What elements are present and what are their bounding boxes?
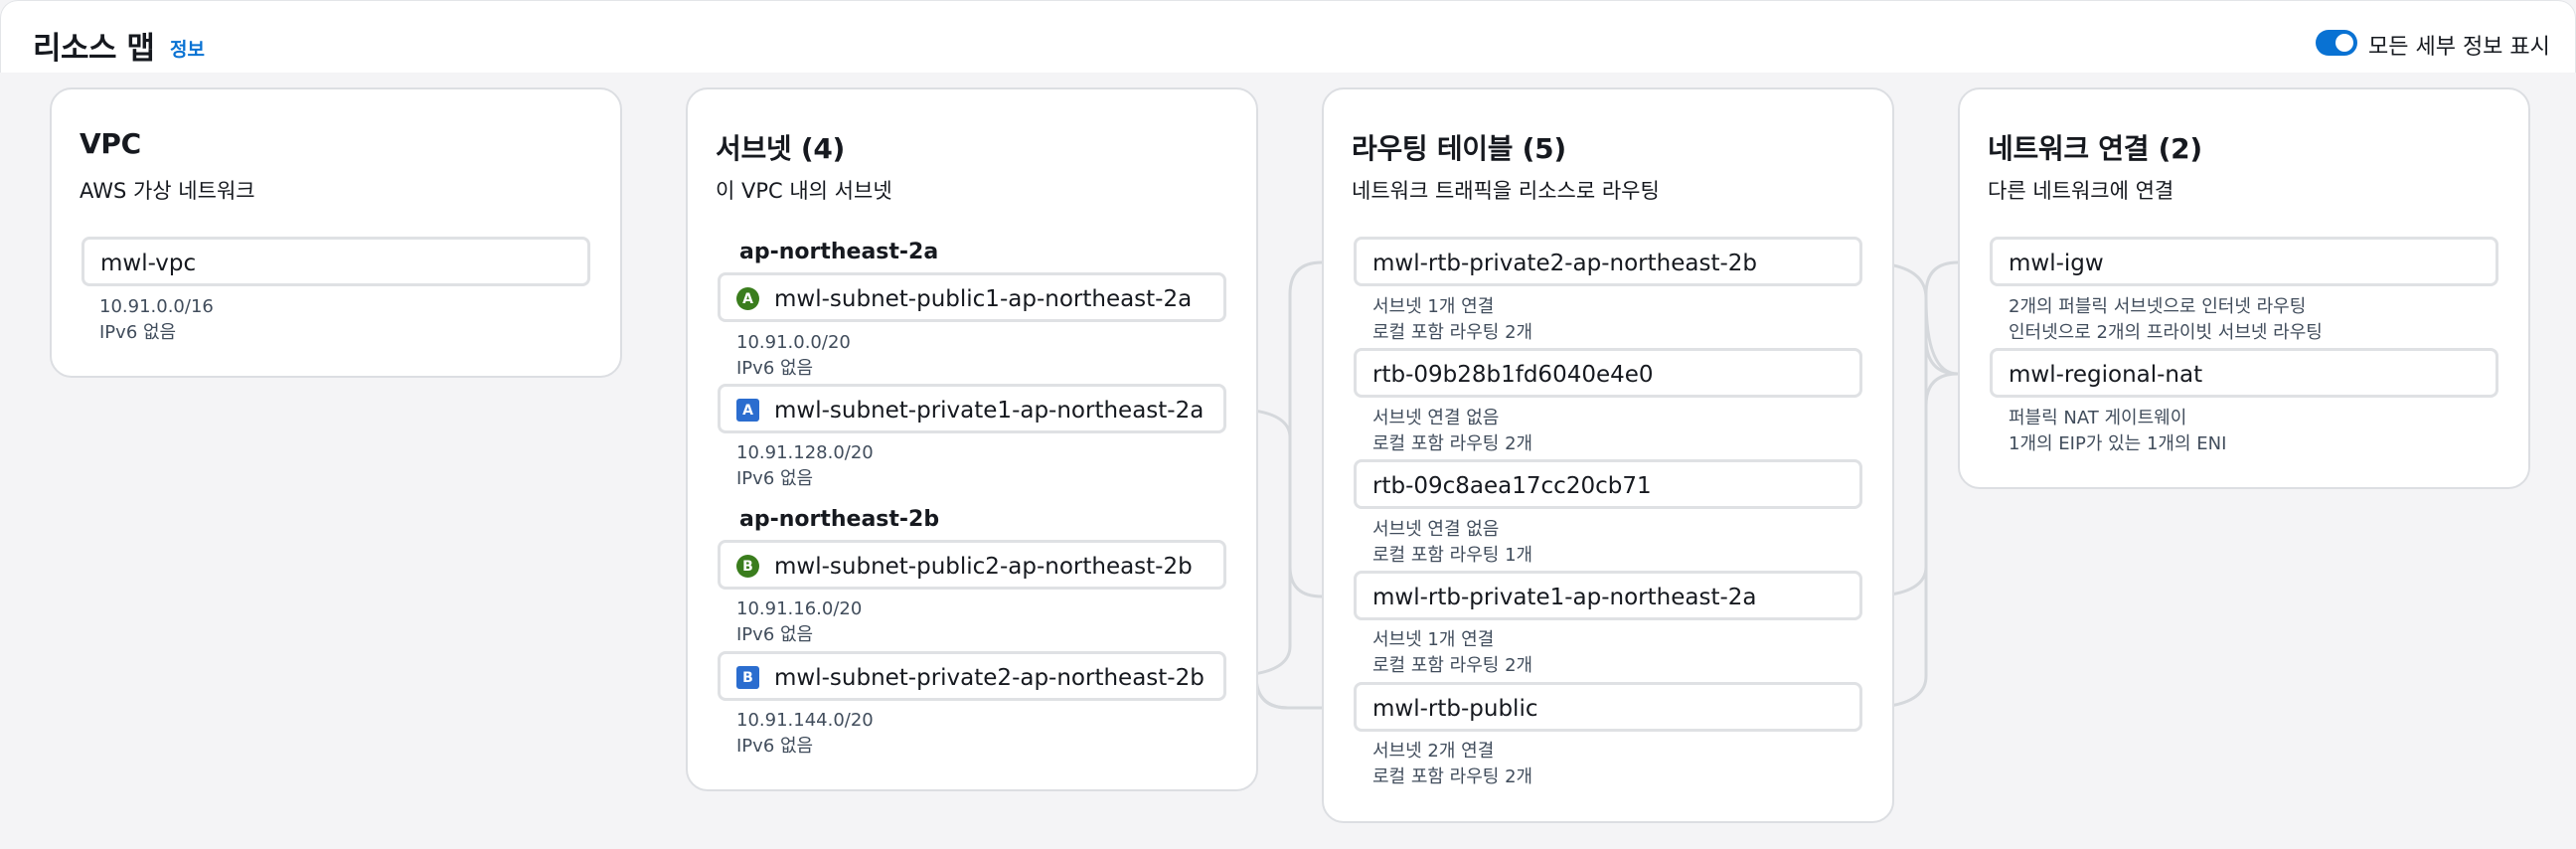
- subnets-card-subtitle: 이 VPC 내의 서브넷: [716, 179, 892, 203]
- private-subnet-badge-icon: A: [736, 399, 759, 422]
- page-title: 리소스 맵: [33, 31, 155, 67]
- subnet-cidr: 10.91.144.0/20: [736, 710, 874, 731]
- public-subnet-badge-icon: A: [736, 287, 759, 310]
- network-connection-meta: 2개의 퍼블릭 서브넷으로 인터넷 라우팅 인터넷으로 2개의 프라이빗 서브넷…: [2009, 294, 2323, 346]
- network-connection-name: mwl-igw: [2009, 251, 2104, 276]
- vpc-node[interactable]: mwl-vpc: [81, 237, 590, 286]
- vpc-cidr: 10.91.0.0/16: [99, 296, 214, 317]
- route-table-associations: 서브넷 1개 연결: [1372, 296, 1495, 317]
- route-table-meta: 서브넷 연결 없음 로컬 포함 라우팅 1개: [1372, 517, 1532, 569]
- network-connection-node[interactable]: mwl-regional-nat: [1990, 348, 2498, 398]
- vpc-card-title: VPC: [80, 127, 141, 160]
- route-table-meta: 서브넷 1개 연결 로컬 포함 라우팅 2개: [1372, 627, 1532, 679]
- route-table-name: mwl-rtb-public: [1372, 696, 1538, 722]
- info-link[interactable]: 정보: [170, 39, 205, 61]
- route-table-meta: 서브넷 1개 연결 로컬 포함 라우팅 2개: [1372, 294, 1532, 346]
- route-tables-card-subtitle: 네트워크 트래픽을 리소스로 라우팅: [1352, 179, 1660, 203]
- vpc-name: mwl-vpc: [100, 251, 197, 276]
- show-all-details-toggle[interactable]: [2316, 30, 2357, 56]
- subnet-ipv6: IPv6 없음: [736, 358, 814, 379]
- route-table-routes: 로컬 포함 라우팅 2개: [1372, 322, 1533, 343]
- zone-heading: ap-northeast-2b: [739, 507, 940, 532]
- route-table-associations: 서브넷 연결 없음: [1372, 408, 1500, 428]
- network-connections-card-subtitle: 다른 네트워크에 연결: [1988, 179, 2174, 203]
- zone-heading: ap-northeast-2a: [739, 240, 939, 264]
- subnet-cidr: 10.91.128.0/20: [736, 442, 874, 463]
- network-connection-name: mwl-regional-nat: [2009, 362, 2203, 388]
- subnet-name: mwl-subnet-public1-ap-northeast-2a: [774, 286, 1193, 312]
- route-tables-card-title: 라우팅 테이블 (5): [1352, 132, 1566, 165]
- subnet-node[interactable]: B mwl-subnet-public2-ap-northeast-2b: [718, 540, 1226, 590]
- public-subnet-badge-icon: B: [736, 555, 759, 578]
- vpc-meta: 10.91.0.0/16 IPv6 없음: [99, 294, 214, 346]
- route-table-node[interactable]: rtb-09c8aea17cc20cb71: [1354, 459, 1862, 509]
- resource-map-header: 리소스 맵 정보 모든 세부 정보 표시: [0, 0, 2576, 73]
- subnet-node[interactable]: B mwl-subnet-private2-ap-northeast-2b: [718, 651, 1226, 701]
- route-table-associations: 서브넷 2개 연결: [1372, 741, 1495, 762]
- subnet-ipv6: IPv6 없음: [736, 624, 814, 645]
- route-table-routes: 로컬 포함 라우팅 2개: [1372, 655, 1533, 676]
- route-table-name: mwl-rtb-private2-ap-northeast-2b: [1372, 251, 1758, 276]
- route-table-node[interactable]: mwl-rtb-public: [1354, 682, 1862, 732]
- route-table-routes: 로컬 포함 라우팅 2개: [1372, 433, 1533, 454]
- subnet-node[interactable]: A mwl-subnet-public1-ap-northeast-2a: [718, 272, 1226, 322]
- toggle-knob: [2335, 34, 2353, 52]
- network-connection-detail: 2개의 퍼블릭 서브넷으로 인터넷 라우팅: [2009, 296, 2307, 317]
- route-table-node[interactable]: rtb-09b28b1fd6040e4e0: [1354, 348, 1862, 398]
- route-table-routes: 로컬 포함 라우팅 1개: [1372, 545, 1533, 566]
- route-table-meta: 서브넷 연결 없음 로컬 포함 라우팅 2개: [1372, 406, 1532, 457]
- route-table-node[interactable]: mwl-rtb-private2-ap-northeast-2b: [1354, 237, 1862, 286]
- network-connections-card-title: 네트워크 연결 (2): [1988, 132, 2202, 165]
- route-table-name: rtb-09b28b1fd6040e4e0: [1372, 362, 1654, 388]
- network-connection-detail: 인터넷으로 2개의 프라이빗 서브넷 라우팅: [2009, 322, 2323, 343]
- vpc-card-subtitle: AWS 가상 네트워크: [80, 179, 255, 203]
- vpc-ipv6: IPv6 없음: [99, 322, 177, 343]
- route-table-associations: 서브넷 연결 없음: [1372, 519, 1500, 540]
- subnet-meta: 10.91.144.0/20 IPv6 없음: [736, 708, 874, 760]
- route-table-node[interactable]: mwl-rtb-private1-ap-northeast-2a: [1354, 571, 1862, 620]
- network-connection-node[interactable]: mwl-igw: [1990, 237, 2498, 286]
- network-connection-detail: 퍼블릭 NAT 게이트웨이: [2009, 408, 2187, 428]
- subnet-meta: 10.91.0.0/20 IPv6 없음: [736, 330, 851, 382]
- connector-igw-nat: [1924, 297, 1959, 376]
- route-table-associations: 서브넷 1개 연결: [1372, 629, 1495, 650]
- subnets-card-title: 서브넷 (4): [716, 132, 846, 165]
- subnet-ipv6: IPv6 없음: [736, 468, 814, 489]
- private-subnet-badge-icon: B: [736, 666, 759, 689]
- route-table-routes: 로컬 포함 라우팅 2개: [1372, 766, 1533, 787]
- subnet-name: mwl-subnet-public2-ap-northeast-2b: [774, 554, 1193, 580]
- subnet-name: mwl-subnet-private1-ap-northeast-2a: [774, 398, 1205, 424]
- network-connection-meta: 퍼블릭 NAT 게이트웨이 1개의 EIP가 있는 1개의 ENI: [2009, 406, 2226, 457]
- subnet-node[interactable]: A mwl-subnet-private1-ap-northeast-2a: [718, 384, 1226, 433]
- subnet-cidr: 10.91.16.0/20: [736, 598, 863, 619]
- route-table-name: rtb-09c8aea17cc20cb71: [1372, 473, 1652, 499]
- subnet-meta: 10.91.128.0/20 IPv6 없음: [736, 440, 874, 492]
- route-table-meta: 서브넷 2개 연결 로컬 포함 라우팅 2개: [1372, 739, 1532, 790]
- network-connection-detail: 1개의 EIP가 있는 1개의 ENI: [2009, 433, 2227, 454]
- subnet-ipv6: IPv6 없음: [736, 736, 814, 757]
- route-table-name: mwl-rtb-private1-ap-northeast-2a: [1372, 585, 1757, 610]
- subnet-name: mwl-subnet-private2-ap-northeast-2b: [774, 665, 1205, 691]
- show-all-details-label: 모든 세부 정보 표시: [2368, 35, 2550, 60]
- network-connections-card: 네트워크 연결 (2) 다른 네트워크에 연결: [1958, 87, 2530, 489]
- vpc-card: VPC AWS 가상 네트워크: [50, 87, 622, 378]
- subnet-cidr: 10.91.0.0/20: [736, 332, 851, 353]
- subnet-meta: 10.91.16.0/20 IPv6 없음: [736, 596, 862, 648]
